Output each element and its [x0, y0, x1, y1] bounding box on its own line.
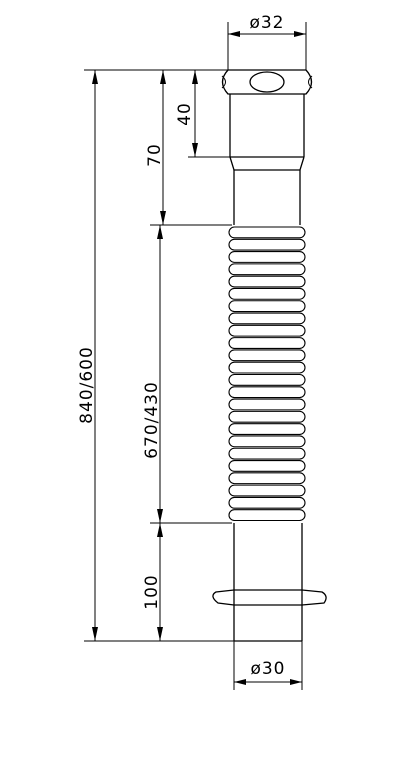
- dimension-top-diameter: ø32: [228, 13, 306, 37]
- dimension-corrugated-length: 670/430: [142, 225, 163, 523]
- corrugation-rib: [228, 509, 306, 522]
- top-nut: [221, 69, 313, 95]
- corrugation-rib: [228, 275, 306, 288]
- corrugation-rib: [228, 435, 306, 448]
- corrugation-rib: [228, 398, 306, 411]
- corrugation-rib: [228, 423, 306, 436]
- flange-washer: [212, 589, 327, 606]
- corrugation-rib: [228, 337, 306, 349]
- upper-sleeve: [229, 94, 305, 225]
- dimension-overall-length: 840/600: [77, 70, 98, 641]
- corrugation-rib: [228, 324, 306, 337]
- dimension-bottom-section: 100: [142, 523, 163, 641]
- top-section-label: 70: [145, 143, 165, 167]
- corrugation-rib: [228, 312, 306, 325]
- corrugation-rib: [228, 251, 306, 263]
- pipe-body: [212, 69, 327, 642]
- corrugation-rib: [228, 484, 306, 497]
- dimension-bottom-diameter: ø30: [234, 659, 302, 685]
- corrugation-rib: [228, 226, 306, 239]
- lower-tube: [233, 523, 303, 642]
- corrugation-rib: [228, 472, 306, 485]
- corrugation-rib: [228, 373, 306, 386]
- top-nut-label: 40: [175, 102, 195, 126]
- corrugation-rib: [228, 287, 306, 300]
- dimension-top-nut: 40: [175, 70, 198, 157]
- corrugation-rib: [228, 300, 306, 313]
- corrugated-section: [228, 226, 306, 522]
- bottom-section-label: 100: [142, 574, 162, 609]
- corrugation-rib: [228, 447, 306, 460]
- top-diameter-label: ø32: [249, 13, 284, 33]
- corrugation-rib: [228, 459, 306, 472]
- corrugation-rib: [228, 361, 306, 374]
- extension-lines: [84, 22, 307, 690]
- overall-length-label: 840/600: [77, 346, 97, 424]
- corrugation-rib: [228, 496, 306, 509]
- corrugation-rib: [228, 349, 306, 362]
- corrugated-length-label: 670/430: [142, 381, 162, 459]
- corrugation-rib: [228, 238, 306, 251]
- dimension-top-section: 70: [145, 70, 166, 225]
- bottom-diameter-label: ø30: [250, 659, 285, 679]
- corrugation-rib: [228, 263, 306, 276]
- corrugation-rib: [228, 410, 306, 423]
- corrugation-rib: [228, 386, 306, 399]
